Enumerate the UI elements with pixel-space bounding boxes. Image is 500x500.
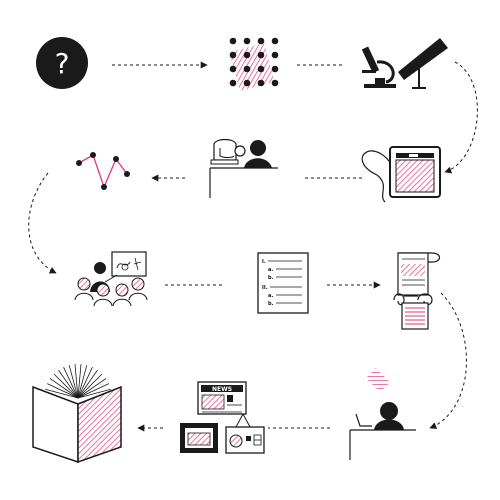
book-ray: [45, 388, 79, 399]
book-ray: [49, 378, 79, 399]
book-ray: [77, 378, 107, 399]
arrow-scroll-to-writer: [429, 292, 467, 429]
grid-dot: [271, 65, 279, 73]
newspaper-icon: NEWS: [197, 381, 247, 415]
grid-dot: [229, 79, 237, 87]
book-ray: [68, 365, 79, 399]
grid-dot: [271, 51, 279, 59]
thought-highlight: [365, 367, 391, 393]
tv-icon: [180, 423, 218, 453]
dot-grid-icon: [229, 37, 279, 91]
book-ray: [77, 388, 111, 399]
outline-item-a-second: a.: [268, 293, 273, 299]
open-book-icon: [32, 364, 122, 464]
grid-dot: [243, 37, 251, 45]
connectors: [28, 61, 478, 432]
book-ray: [53, 373, 79, 399]
grid-dot: [243, 79, 251, 87]
outline-item-a-first: a.: [268, 267, 273, 273]
book-ray: [77, 383, 109, 399]
outline-document-icon: I. a. b. II. a. b.: [257, 252, 309, 314]
newspaper-masthead: NEWS: [212, 386, 232, 393]
media-icon: NEWS: [180, 381, 265, 454]
radio-icon: [225, 413, 265, 454]
book-ray: [77, 367, 93, 399]
audience-member: [128, 277, 148, 301]
microscope-icon: [361, 46, 396, 88]
grid-dot: [257, 37, 265, 45]
arrow-telescope-to-tablet: [444, 61, 478, 174]
question-mark: ?: [55, 47, 70, 80]
audience-member: [93, 283, 113, 307]
question-circle-icon: ?: [36, 37, 88, 89]
grid-dot: [257, 51, 265, 59]
grid-dot: [271, 79, 279, 87]
audience-presentation-icon: [74, 251, 148, 307]
arrow-chart-to-audience: [28, 172, 57, 274]
book-ray: [77, 369, 98, 399]
book-ray: [63, 367, 79, 399]
dot-grid-highlight: [229, 43, 275, 91]
grid-dot: [257, 65, 265, 73]
book-ray: [77, 365, 88, 399]
person-writing-icon: [349, 367, 416, 460]
grid-dot: [243, 65, 251, 73]
book-ray: [47, 383, 79, 399]
grid-dot: [271, 37, 279, 45]
presentation-board: [111, 251, 147, 277]
audience-member: [112, 283, 132, 307]
outline-numeral-one: I.: [262, 259, 266, 265]
person-at-desk-icon: [209, 138, 278, 198]
book-ray: [77, 373, 103, 399]
grid-dot: [229, 51, 237, 59]
outline-numeral-two: II.: [262, 285, 268, 291]
book-ray: [74, 364, 79, 399]
telescope-icon: [398, 38, 448, 89]
book-ray: [58, 369, 79, 399]
grid-dot: [243, 51, 251, 59]
grid-dot: [229, 65, 237, 73]
tablet-icon: [361, 146, 441, 203]
scroll-icon: [393, 252, 441, 330]
grid-dot: [229, 37, 237, 45]
audience-member: [74, 277, 94, 301]
grid-dot: [257, 79, 265, 87]
book-ray: [77, 364, 82, 399]
line-chart-icon: [76, 152, 130, 190]
outline-item-b-second: b.: [268, 301, 274, 307]
outline-item-b-first: b.: [268, 275, 274, 281]
